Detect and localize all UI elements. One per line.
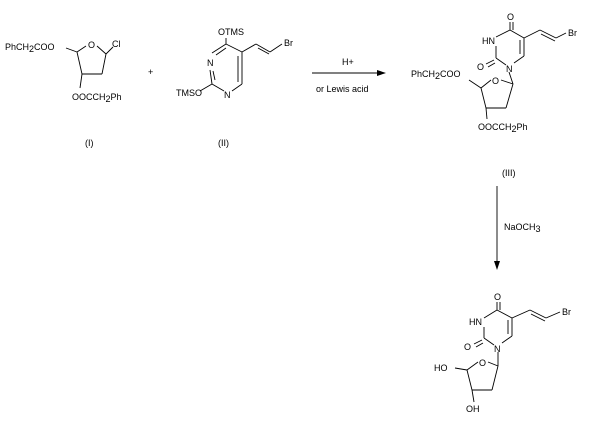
product-double <box>530 313 546 322</box>
compound-iii-bond <box>508 71 514 85</box>
compound-iii-bond <box>468 79 482 89</box>
compound-iii-carbonyl-o-top: O <box>507 12 514 22</box>
compound-iii-bond <box>505 83 514 109</box>
compound-iii-bond <box>513 55 525 64</box>
compound-ii-otms: OTMS <box>218 27 244 37</box>
compound-iii-hn: HN <box>482 36 495 46</box>
compound-ii-n-top: N <box>207 58 214 68</box>
product-bond <box>466 361 479 371</box>
compound-iii-bond <box>485 107 488 120</box>
compound-iii-5prime-ester: PhCH2COO <box>411 69 461 81</box>
compound-iii-double <box>487 62 496 68</box>
compound-ii-bond <box>241 43 257 53</box>
product-bond <box>501 335 513 344</box>
compound-iii-bond <box>539 29 557 39</box>
product-bond <box>496 309 513 319</box>
compound-i-chloro: Cl <box>112 39 121 49</box>
compound-ii-n-bottom: N <box>224 90 231 100</box>
product-bond <box>491 365 499 391</box>
compound-ii-bond <box>211 43 227 54</box>
compound-i-ring <box>76 45 87 53</box>
compound-ii-bond <box>255 43 271 53</box>
product-oh: OH <box>466 404 480 414</box>
compound-iii-bond <box>495 57 507 66</box>
compound-iii-bond <box>480 87 487 109</box>
compound-ii-double <box>215 47 227 56</box>
compound-i-bond <box>101 53 107 75</box>
product-bond <box>529 309 547 319</box>
compound-iii-double <box>540 33 556 42</box>
product-bond <box>487 361 499 367</box>
compound-iii-bond <box>480 79 492 89</box>
compound-iii-label: (III) <box>502 168 516 178</box>
product-double <box>473 339 483 345</box>
compound-i-benzyl-ester: PhCH2COO <box>5 42 55 54</box>
compound-iii-double <box>485 59 495 65</box>
product-ho: HO <box>434 363 448 373</box>
compound-iii-bromo: Br <box>568 28 577 38</box>
compound-iii-bond <box>509 29 525 39</box>
final-product: O HN O N Br O HO OH <box>434 292 571 414</box>
arrow-2-reagent: NaOCH3 <box>504 222 541 234</box>
compound-ii: OTMS N N TMSO Br (II) <box>176 27 293 148</box>
reaction-arrow-2: NaOCH3 <box>494 186 541 270</box>
compound-iii-bond <box>495 29 511 38</box>
compound-iii-ring-oxygen: O <box>492 76 499 86</box>
compound-iii-3prime-ester: OOCCH2Ph <box>478 122 528 134</box>
compound-ii-bond <box>231 83 243 92</box>
reaction-arrow-1: H+ or Lewis acid <box>312 57 386 94</box>
compound-iii-bond <box>500 79 514 85</box>
compound-iii-bond <box>523 29 541 39</box>
product-bond <box>511 309 531 319</box>
compound-ii-bond <box>211 83 225 92</box>
product-bromo: Br <box>562 307 571 317</box>
product-carbonyl-o-top: O <box>494 292 501 302</box>
product-bond <box>483 309 498 319</box>
compound-i-label: (I) <box>85 138 94 148</box>
compound-i-bond <box>65 47 78 53</box>
compound-ii-bromo: Br <box>284 38 293 48</box>
compound-ii-double <box>212 70 216 81</box>
compound-ii-bond <box>269 43 283 53</box>
compound-i-bond <box>76 51 83 75</box>
compound-i: PhCH2COO O Cl OOCCH2Ph (I) <box>5 39 122 148</box>
arrow-2-head <box>494 261 500 270</box>
compound-i-bond <box>79 73 83 89</box>
product-ring-oxygen: O <box>479 358 486 368</box>
compound-i-3prime-ester: OOCCH2Ph <box>72 92 122 104</box>
arrow-1-reagent-below: or Lewis acid <box>316 84 369 94</box>
arrow-1-head <box>377 70 386 76</box>
compound-ii-label: (II) <box>218 138 229 148</box>
compound-i-ring-oxygen: O <box>88 40 95 50</box>
plus-sign: + <box>148 67 153 77</box>
compound-ii-bond <box>199 83 213 92</box>
compound-ii-double <box>257 47 270 55</box>
compound-i-bond <box>96 45 107 55</box>
product-double <box>475 342 484 348</box>
compound-iii-carbonyl-o-2: O <box>477 62 484 72</box>
product-n1: N <box>494 344 501 354</box>
product-bond <box>471 389 475 403</box>
compound-ii-bond <box>225 43 243 53</box>
compound-ii-tmso: TMSO <box>176 88 202 98</box>
arrow-1-reagent-above: H+ <box>342 57 354 67</box>
product-carbonyl-o-2: O <box>464 342 471 352</box>
compound-iii-bond <box>555 32 567 39</box>
product-bond <box>466 369 473 391</box>
compound-i-bond <box>105 46 114 55</box>
compound-iii: O HN O N Br O PhCH2COO OOCCH2Ph (III) <box>411 12 577 178</box>
compound-iii-n1: N <box>506 64 513 74</box>
product-bond <box>454 367 468 371</box>
product-bond <box>483 337 495 346</box>
product-bond <box>545 311 561 319</box>
product-hn: HN <box>469 317 482 327</box>
compound-ii-bond <box>209 69 213 85</box>
